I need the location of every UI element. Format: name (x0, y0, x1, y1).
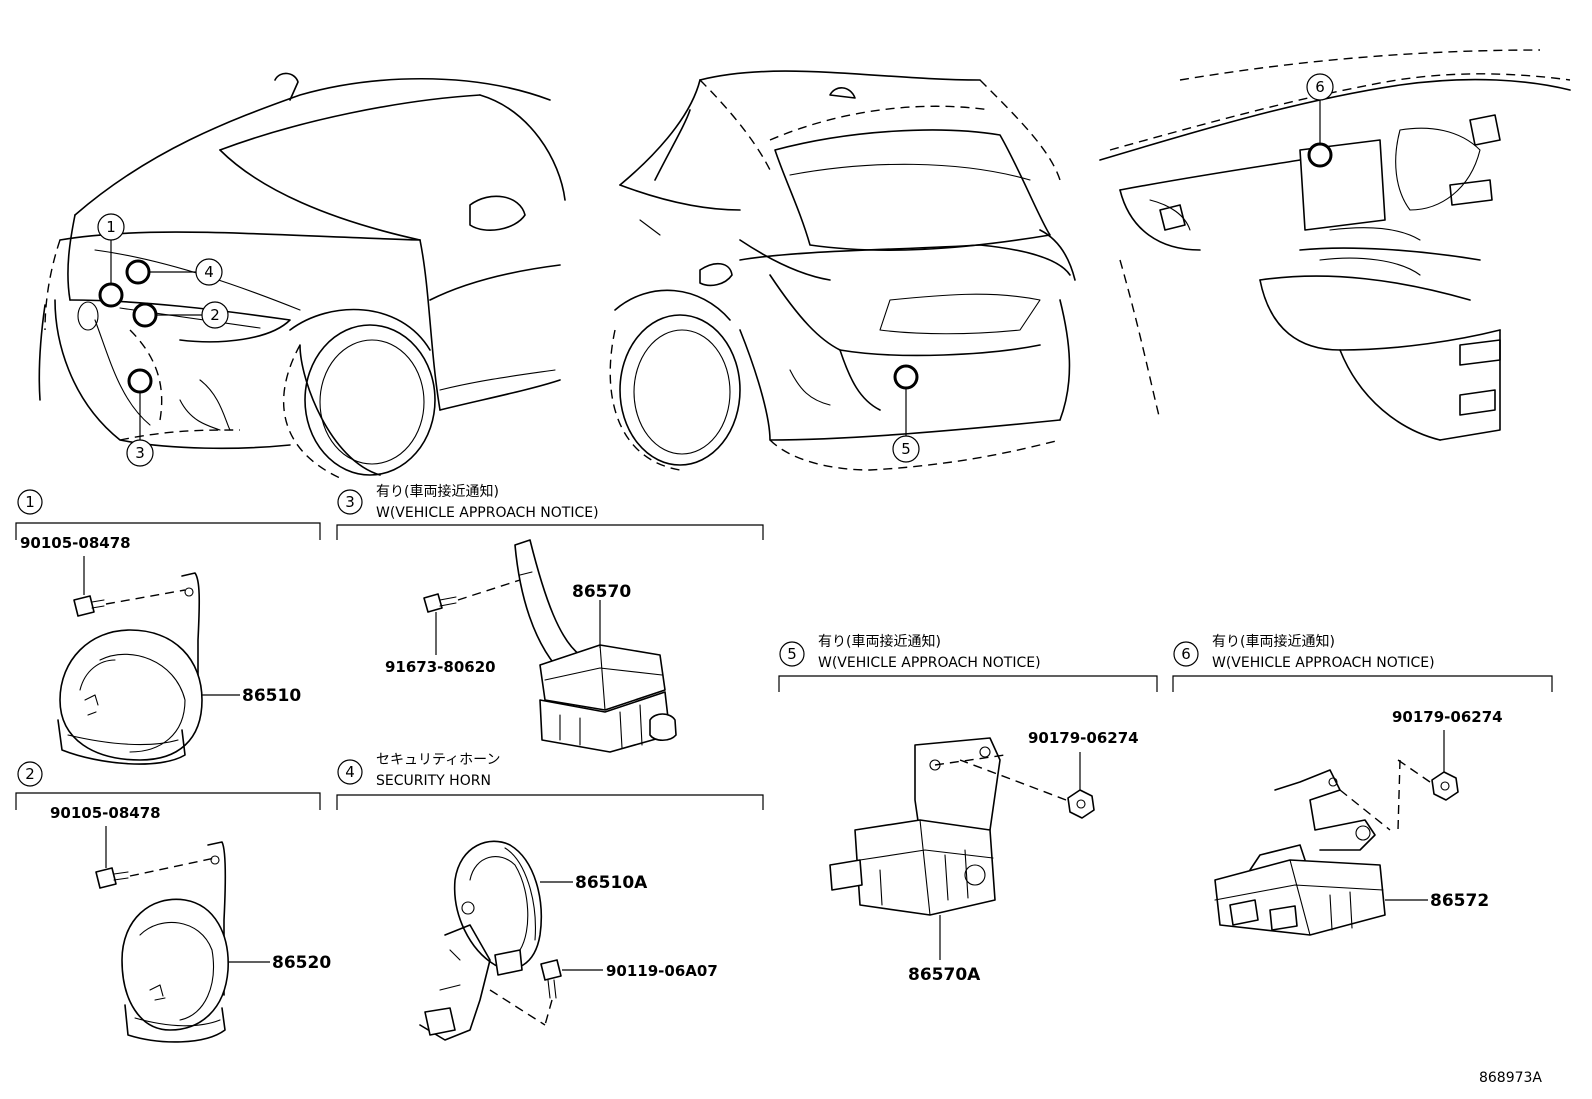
part-86570: 86570 (572, 582, 631, 602)
part-86510A: 86510A (575, 873, 648, 893)
marker-4 (125, 259, 151, 285)
bolt-90179-06274-a: 90179-06274 (1028, 729, 1139, 747)
bolt-90105-08478-b: 90105-08478 (50, 804, 161, 822)
part-86520: 86520 (272, 953, 331, 973)
nut-icon (1431, 771, 1459, 801)
bolt-90179-06274-b: 90179-06274 (1392, 708, 1503, 726)
callout-1: 1 (106, 218, 116, 236)
module-86572-illustration (1214, 769, 1386, 936)
callout-3: 3 (135, 444, 145, 462)
section-1: 1 90105-08478 86510 (15, 489, 321, 765)
bolt-90105-08478-a: 90105-08478 (20, 534, 131, 552)
bolt-icon (95, 867, 129, 889)
marker-5 (893, 364, 919, 390)
callout-4: 4 (204, 263, 214, 281)
diagram-id: 868973A (1479, 1070, 1542, 1086)
section-3-label-jp: 有り(車両接近通知) (376, 483, 499, 500)
bolt-90119-06A07: 90119-06A07 (606, 962, 718, 980)
bolt-91673-80620: 91673-80620 (385, 658, 496, 676)
section-6-label-en: W(VEHICLE APPROACH NOTICE) (1212, 655, 1435, 671)
part-86570A: 86570A (908, 965, 981, 985)
marker-6 (1307, 142, 1333, 168)
section-2-number: 2 (25, 765, 35, 783)
section-1-number: 1 (25, 493, 35, 511)
rear-vehicle-illustration (609, 70, 1076, 471)
section-6: 6 有り(車両接近通知) W(VEHICLE APPROACH NOTICE) … (1172, 633, 1553, 936)
section-4-number: 4 (345, 763, 355, 781)
section-3: 3 有り(車両接近通知) W(VEHICLE APPROACH NOTICE) … (336, 483, 764, 753)
section-5-label-jp: 有り(車両接近通知) (818, 633, 941, 650)
section-5-number: 5 (787, 645, 797, 663)
marker-2 (132, 302, 158, 328)
section-5-label-en: W(VEHICLE APPROACH NOTICE) (818, 655, 1041, 671)
interior-illustration (1099, 49, 1571, 441)
section-6-number: 6 (1181, 645, 1191, 663)
section-3-label-en: W(VEHICLE APPROACH NOTICE) (376, 505, 599, 521)
module-86570A-illustration (829, 737, 1001, 916)
section-6-label-jp: 有り(車両接近通知) (1212, 633, 1335, 650)
horn-86520-illustration (121, 841, 229, 1043)
horn-86510-illustration (57, 572, 203, 765)
bolt-icon (423, 593, 457, 613)
location-markers: 1 4 2 3 5 6 (97, 73, 1334, 467)
section-5: 5 有り(車両接近通知) W(VEHICLE APPROACH NOTICE) … (778, 633, 1158, 985)
section-4-label-jp: セキュリティホーン (376, 752, 500, 768)
callout-6: 6 (1315, 78, 1325, 96)
front-vehicle-illustration (38, 72, 566, 479)
callout-2: 2 (210, 306, 220, 324)
section-4: 4 セキュリティホーン SECURITY HORN 86510A 90119-0… (336, 752, 764, 1041)
section-2: 2 90105-08478 86520 (15, 761, 331, 1043)
bolt-icon (73, 595, 105, 617)
part-86510: 86510 (242, 686, 301, 706)
horn-86510A-illustration (419, 840, 543, 1041)
module-86570-illustration (514, 539, 677, 753)
bolt-icon (540, 959, 562, 999)
callout-5: 5 (901, 440, 911, 458)
marker-3 (127, 368, 153, 394)
section-3-number: 3 (345, 493, 355, 511)
section-4-label-en: SECURITY HORN (376, 773, 491, 789)
part-86572: 86572 (1430, 891, 1489, 911)
marker-1 (98, 282, 124, 308)
nut-icon (1067, 789, 1095, 819)
